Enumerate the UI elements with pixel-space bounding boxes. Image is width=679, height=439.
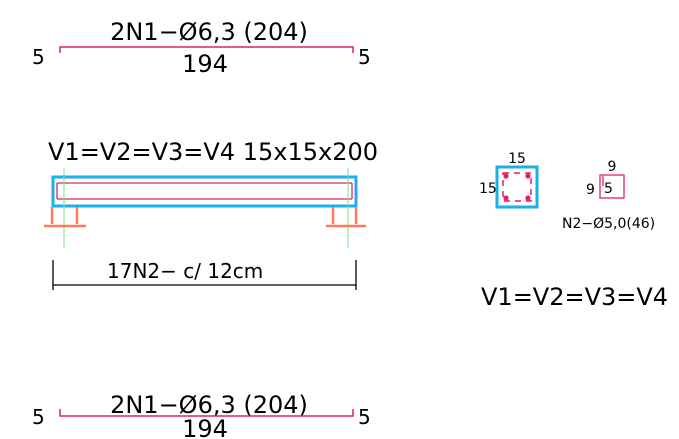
bottom-bar-hook-right: 5 <box>358 405 371 429</box>
stirrup-width: 9 <box>608 159 617 175</box>
section-concrete-outline <box>495 165 539 209</box>
bottom-bar-detail: 2N1−Ø6,3 (204) 5 5 194 <box>32 391 371 439</box>
support-left <box>44 207 86 228</box>
top-bar-detail: 5 5 2N1−Ø6,3 (204) 194 <box>32 18 371 78</box>
cross-section: 15 15 <box>479 151 539 209</box>
beam-concrete-outline <box>51 175 358 208</box>
top-bar-line <box>59 46 354 53</box>
beam-elevation: V1=V2=V3=V4 15x15x200 17N2− c/ <box>44 138 378 290</box>
stirrup-hook: 5 <box>604 181 613 197</box>
bottom-bar-length: 194 <box>182 415 228 439</box>
top-bar-hook-right: 5 <box>358 45 371 69</box>
stirrup-height: 9 <box>586 182 595 198</box>
beam-title: V1=V2=V3=V4 15x15x200 <box>48 138 378 166</box>
section-stirrup <box>502 172 532 202</box>
section-title: V1=V2=V3=V4 <box>481 283 668 311</box>
top-bar-length: 194 <box>182 50 228 78</box>
support-right <box>326 207 366 228</box>
top-bar-label: 2N1−Ø6,3 (204) <box>110 18 308 46</box>
bottom-bar-hook-left: 5 <box>32 405 45 429</box>
section-rebars <box>503 173 531 201</box>
stirrup-shape <box>599 174 625 199</box>
stirrup-dimension <box>52 260 357 290</box>
stirrup-label: N2−Ø5,0(46) <box>562 216 655 232</box>
stirrup-note: 17N2− c/ 12cm <box>107 259 263 283</box>
top-bar-hook-left: 5 <box>32 45 45 69</box>
bottom-bar-label: 2N1−Ø6,3 (204) <box>110 391 308 419</box>
bottom-bar-line <box>59 409 354 417</box>
section-height: 15 <box>479 181 497 197</box>
section-width: 15 <box>508 151 526 167</box>
stirrup-detail: 9 9 5 N2−Ø5,0(46) <box>562 159 655 232</box>
